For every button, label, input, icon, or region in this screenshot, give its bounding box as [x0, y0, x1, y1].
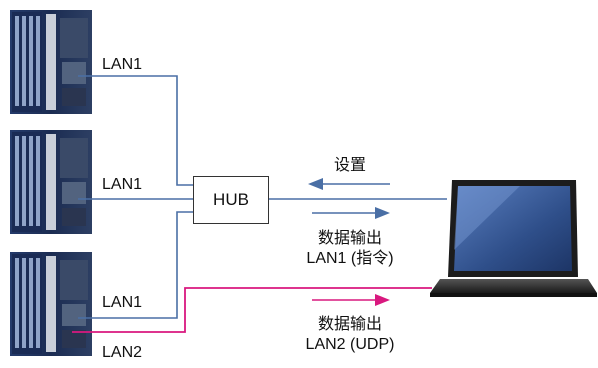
device-3-lan-label: LAN1 — [102, 294, 143, 311]
lan1-data-output-arrow — [312, 207, 390, 219]
device-1-lan-label: LAN1 — [102, 56, 143, 73]
lan2-output-title: 数据输出 — [317, 316, 383, 333]
lan1-output-title: 数据输出 — [317, 230, 383, 247]
device-3-lan2-label: LAN2 — [102, 344, 143, 361]
settings-label: 设置 — [333, 157, 367, 174]
lan2-output-subtitle: LAN2 (UDP) — [305, 336, 395, 353]
device-2-lan-label: LAN1 — [102, 176, 143, 193]
logger-device-2 — [10, 130, 92, 234]
lan1-cable-device-1 — [78, 75, 193, 186]
lan1-output-subtitle: LAN1 (指令) — [306, 250, 394, 267]
logger-device-1 — [10, 10, 92, 114]
hub-label: HUB — [213, 190, 249, 209]
hub-box: HUB — [193, 176, 269, 224]
settings-arrow — [308, 178, 390, 190]
lan2-data-output-arrow — [312, 294, 390, 306]
laptop-icon — [430, 180, 597, 297]
lan1-cable-device-3 — [78, 211, 193, 319]
lan1-cables — [78, 75, 447, 319]
logger-device-3 — [10, 252, 92, 356]
lan2-cable — [72, 287, 432, 333]
